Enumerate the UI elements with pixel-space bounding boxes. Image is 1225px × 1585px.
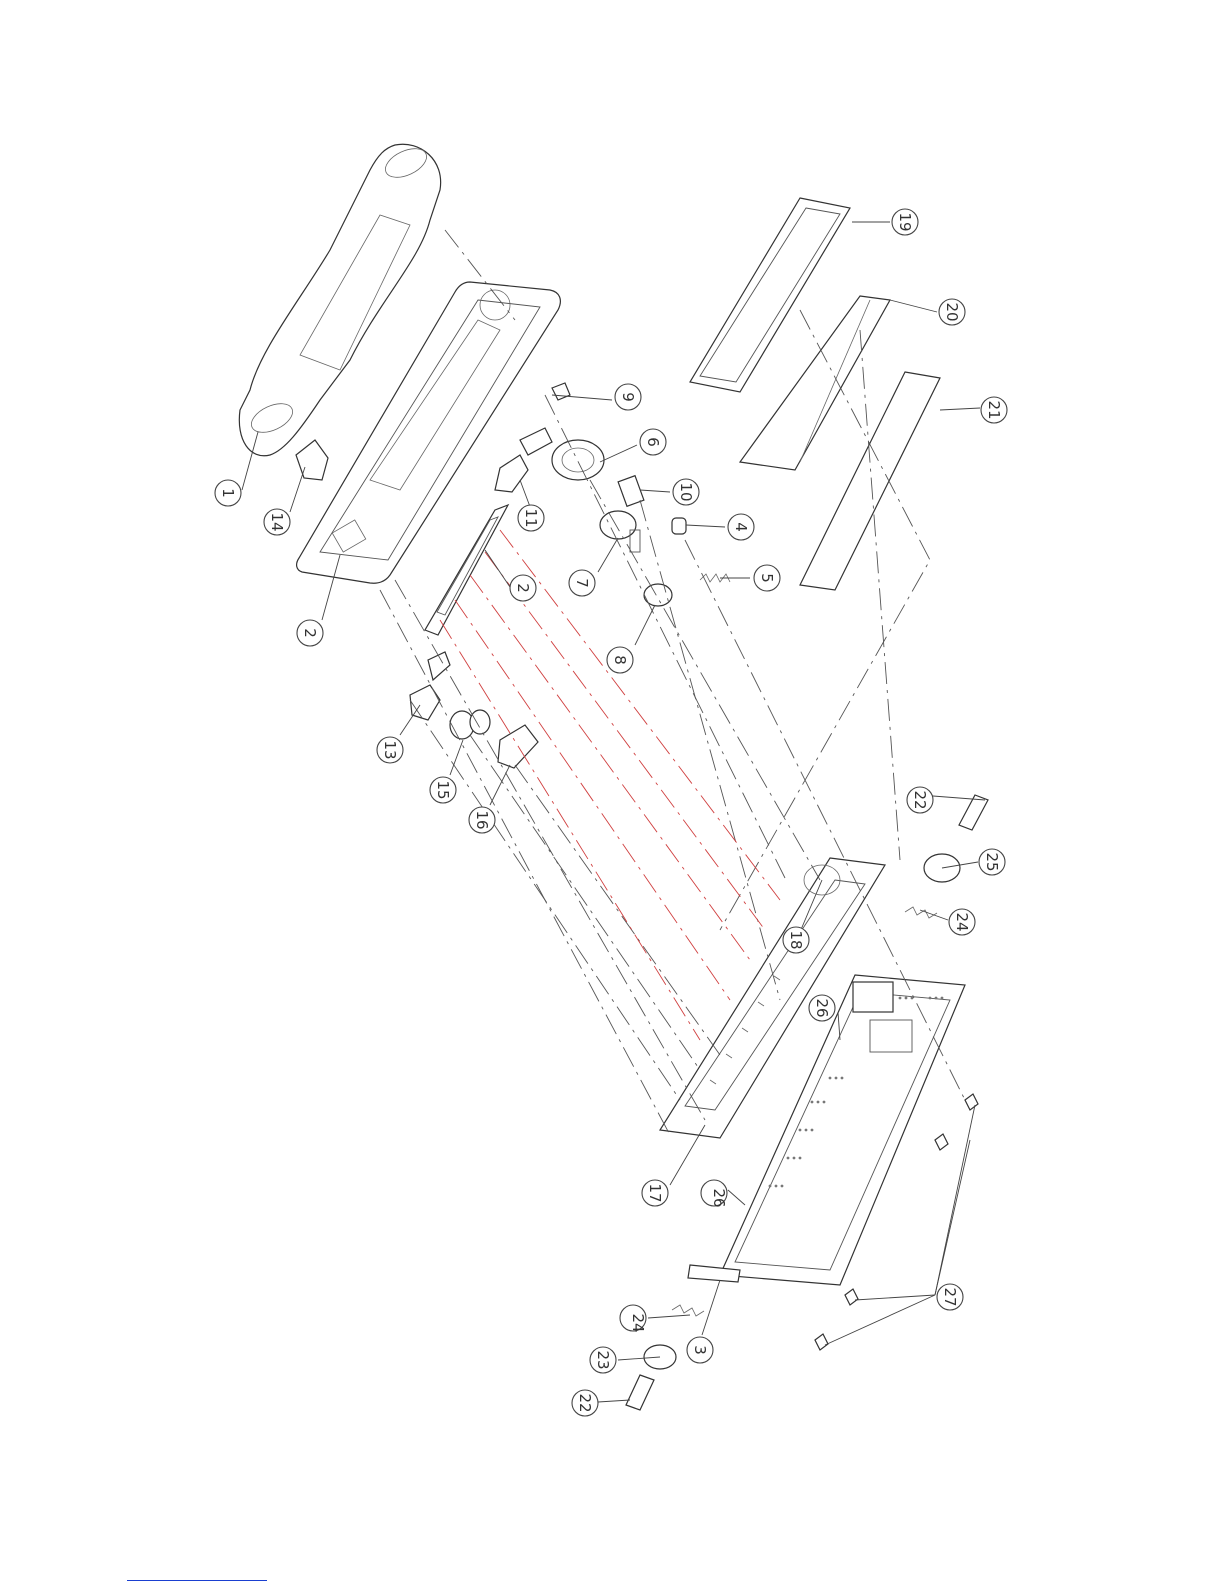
callout-label: 15 xyxy=(434,780,452,799)
callout-label: 20 xyxy=(943,302,961,321)
callout-label: 3 xyxy=(691,1345,709,1355)
callout-1: 1 xyxy=(215,480,241,506)
callout-14: 14 xyxy=(264,509,290,535)
spring-24-bottom xyxy=(672,1305,704,1316)
callout-label: 26 xyxy=(813,998,831,1017)
callout-label: 1 xyxy=(219,488,237,498)
spring-24-right xyxy=(905,907,937,918)
button-strip-12 xyxy=(425,505,508,635)
callout-24a: 24 xyxy=(949,909,975,935)
callout-26b: 26 xyxy=(701,1180,728,1208)
callout-26a: 26 xyxy=(809,995,835,1021)
callout-label: 10 xyxy=(677,482,695,501)
callout-11: 11 xyxy=(518,505,544,531)
callout-label: 21 xyxy=(985,400,1003,419)
pin-22-bottom xyxy=(626,1375,654,1410)
callout-label: 6 xyxy=(644,437,662,447)
callout-label: 2 xyxy=(514,583,532,593)
clip-9 xyxy=(552,383,570,400)
callout-8: 8 xyxy=(607,647,633,673)
callout-label: 8 xyxy=(611,655,629,665)
callout-2a: 2 xyxy=(297,620,323,646)
callout-label: 11 xyxy=(522,508,540,527)
callout-6: 6 xyxy=(640,429,666,455)
callout-27: 27 xyxy=(937,1284,963,1310)
callout-23: 23 xyxy=(590,1347,616,1373)
callout-2b: 2 xyxy=(510,575,536,601)
callout-7: 7 xyxy=(569,570,595,596)
callout-13: 13 xyxy=(377,737,403,763)
callout-3: 3 xyxy=(687,1337,713,1363)
callout-label: 18 xyxy=(787,930,805,949)
callout-17: 17 xyxy=(642,1180,668,1206)
callout-9: 9 xyxy=(615,384,641,410)
callout-label: 25 xyxy=(983,852,1001,871)
callout-label: 17 xyxy=(646,1183,664,1202)
callout-label: 13 xyxy=(381,740,399,759)
callout-15: 15 xyxy=(430,777,456,803)
callout-label: 19 xyxy=(896,212,914,231)
volume-knob-6 xyxy=(552,440,604,480)
callout-label: 4 xyxy=(732,522,750,532)
callout-18: 18 xyxy=(783,927,809,953)
callout-label: 14 xyxy=(268,512,286,531)
button-cap-13 xyxy=(410,652,450,720)
callout-label: 27 xyxy=(941,1287,959,1306)
callout-24b: 24 xyxy=(620,1305,647,1333)
callout-label: 26 xyxy=(710,1188,728,1207)
callout-label: 22 xyxy=(576,1393,594,1412)
callout-label: 2 xyxy=(301,628,319,638)
callout-22b: 22 xyxy=(572,1390,598,1416)
button-cap-14 xyxy=(296,440,328,480)
button-cap-11 xyxy=(495,428,552,492)
callout-21: 21 xyxy=(981,397,1007,423)
callout-label: 7 xyxy=(573,578,591,588)
callout-19: 19 xyxy=(892,209,918,235)
leader-lines xyxy=(242,222,985,1402)
callout-label: 9 xyxy=(619,392,637,402)
callout-label: 23 xyxy=(594,1350,612,1369)
callout-label: 24 xyxy=(629,1313,647,1332)
callout-16: 16 xyxy=(469,807,495,833)
callout-5: 5 xyxy=(754,565,780,591)
callout-label: 24 xyxy=(953,912,971,931)
callout-label: 22 xyxy=(911,790,929,809)
footer-link-underline xyxy=(127,1580,267,1581)
callout-label: 5 xyxy=(758,573,776,583)
callout-25: 25 xyxy=(979,849,1005,875)
led-4 xyxy=(672,518,686,534)
callout-label: 16 xyxy=(473,810,491,829)
callout-10: 10 xyxy=(673,479,699,505)
callout-4: 4 xyxy=(728,514,754,540)
callout-20: 20 xyxy=(939,299,965,325)
callout-22a: 22 xyxy=(907,787,933,813)
